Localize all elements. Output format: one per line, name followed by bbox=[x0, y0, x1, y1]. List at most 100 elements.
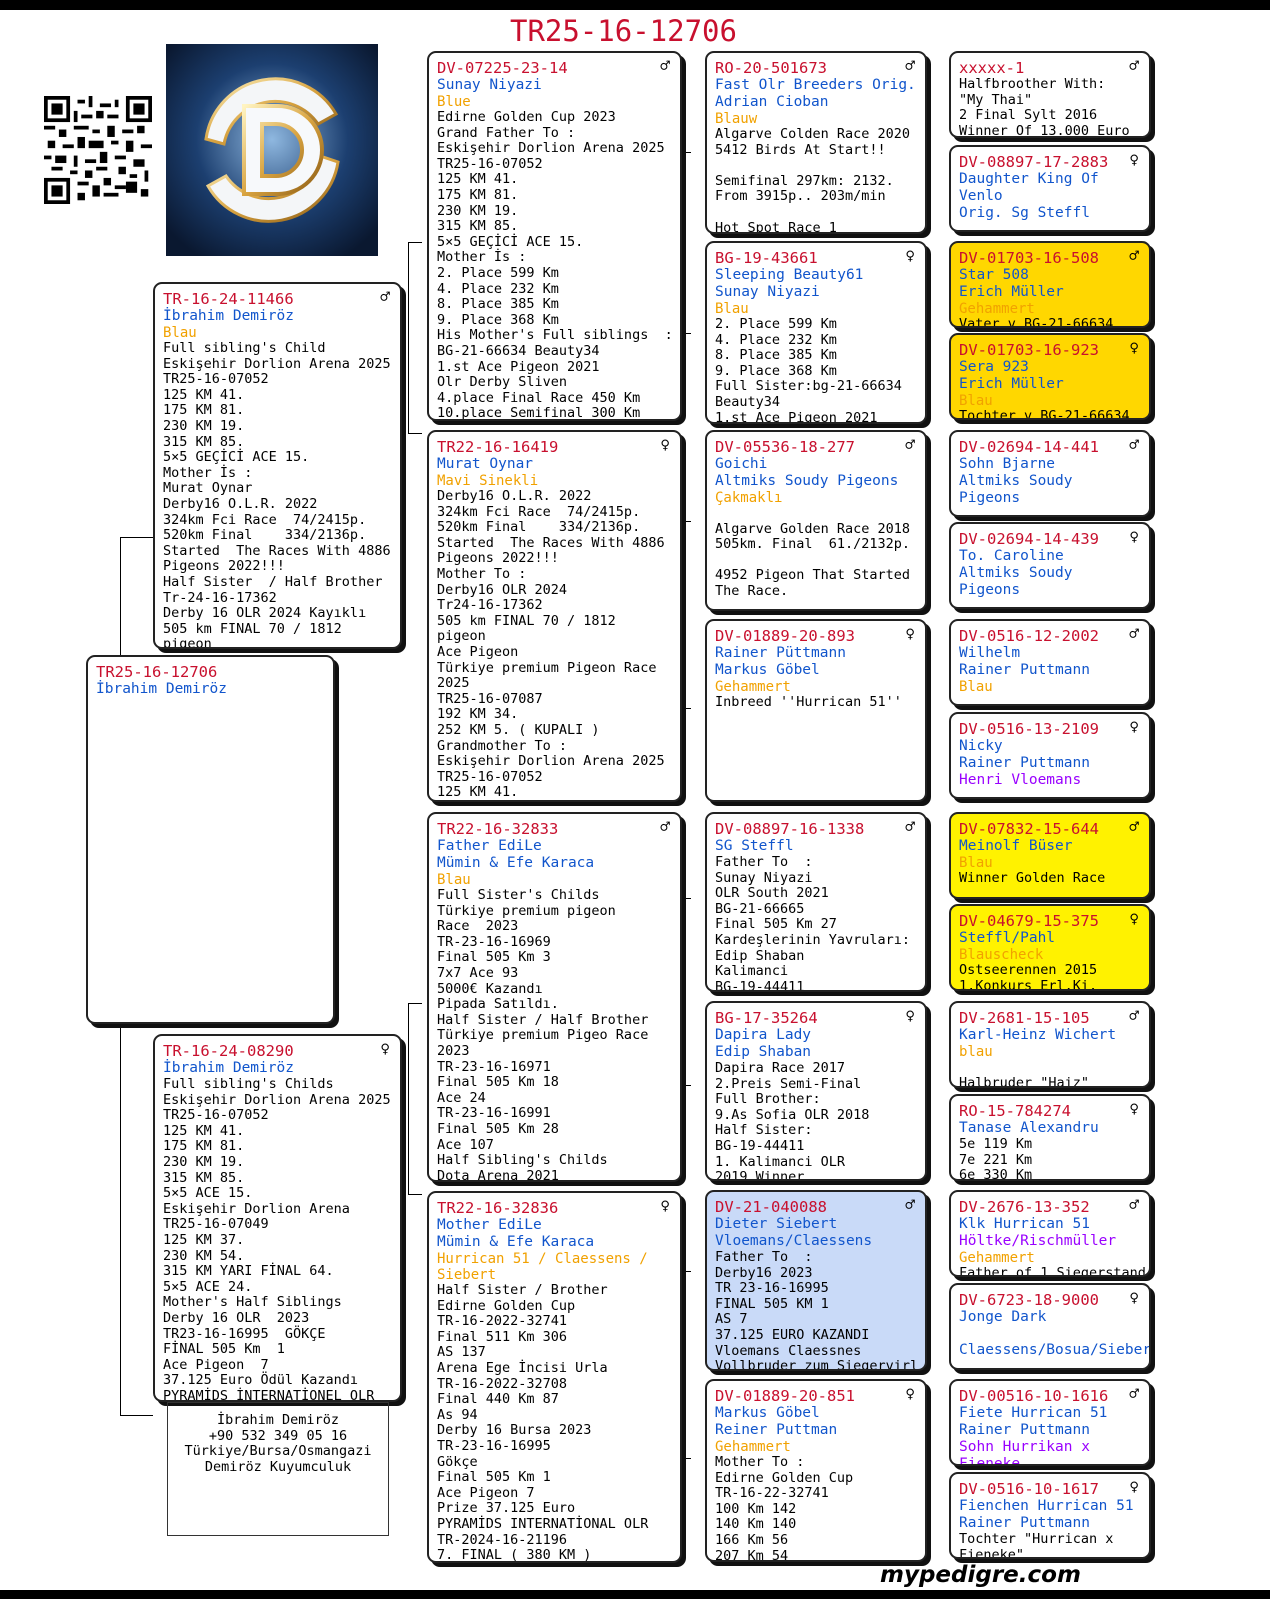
pigeon-name: SG Steffl bbox=[715, 838, 794, 854]
pedigree-note-line: OLR South 2021 bbox=[715, 885, 829, 902]
pedigree-note-line: Ace 24 bbox=[437, 1089, 486, 1106]
pedigree-note-line: 37.125 Euro Ödül Kazandı bbox=[163, 1372, 359, 1389]
pigeon-name: İbrahim Demiröz bbox=[163, 308, 294, 324]
pedigree-note-line: Halfbroother With: bbox=[959, 76, 1106, 92]
ring-number: DV-21-040088 bbox=[715, 1198, 827, 1216]
pedigree-note-line: Half Sister / Brother bbox=[437, 1282, 608, 1298]
pedigree-note-line: Inbreed ''Hurrican 51'' bbox=[715, 694, 902, 710]
pedigree-note-line: Grand Father To : bbox=[437, 124, 576, 141]
pigeon-color: Blau bbox=[959, 679, 993, 695]
ring-number: DV-02694-14-439 bbox=[959, 530, 1099, 548]
pedigree-note-line: Mother İs : bbox=[163, 464, 253, 481]
pedigree-note-line: Ace 107 bbox=[437, 1136, 494, 1153]
pedigree-note-line: pigeon bbox=[163, 636, 212, 649]
pedigree-note-line: Started The Races With 4886 bbox=[437, 534, 665, 551]
pedigree-note-line: 2. Place 599 Km bbox=[715, 316, 837, 332]
pedigree-note-line: 8. Place 385 Km bbox=[715, 347, 837, 364]
pedigree-note-line: Pipada Satıldı. bbox=[437, 996, 559, 1013]
pedigree-note-line: 505 km FINAL 70 / 1812 bbox=[437, 612, 616, 629]
ring-number: DV-0516-13-2109 bbox=[959, 720, 1099, 738]
pigeon-name: Fienchen Hurrican 51 bbox=[959, 1498, 1134, 1514]
breeder-name: Steffl/Pahl bbox=[959, 930, 1056, 946]
pedigree-note-line: 125 KM 37. bbox=[163, 1231, 245, 1248]
breeder-name: Rainer Puttmann bbox=[959, 1422, 1090, 1438]
subject-card[interactable]: TR25-16-12706 İbrahim Demiröz bbox=[86, 655, 335, 1024]
pigeon-color: Mavi Sinekli bbox=[437, 473, 539, 489]
pedigree-note-line: Tochter v.BG-21-66634 bbox=[959, 408, 1130, 420]
pedigree-note-line: 5×5 ACE 24. bbox=[163, 1278, 253, 1295]
breeder-name: Rainer Puttmann bbox=[959, 755, 1090, 771]
pedigree-note-line: Dota Arena 2021 bbox=[437, 1167, 559, 1182]
pedigree-note-line: Mother İs : bbox=[437, 249, 527, 266]
pedigree-note-line: 175 KM 81. bbox=[163, 402, 245, 419]
pedigree-note-line: 230 KM 54. bbox=[163, 1247, 245, 1264]
pedigree-note-line: 6e 330 Km bbox=[959, 1167, 1033, 1181]
pedigree-note-line: 230 KM 19. bbox=[163, 417, 245, 434]
pedigree-note-line: 4. Place 232 Km bbox=[715, 331, 837, 348]
site-watermark: mypedigre.com bbox=[880, 1562, 1081, 1588]
pigeon-name: Markus Göbel bbox=[715, 1405, 820, 1421]
pedigree-note-line: 520km Final 334/2136p. bbox=[163, 527, 367, 544]
pigeon-color: Blau bbox=[959, 393, 993, 409]
pedigree-note-line: TR-16-2022-32741 bbox=[437, 1313, 568, 1330]
pedigree-note-line: Sunay Niyazi bbox=[715, 869, 813, 886]
pedigree-note-line bbox=[715, 205, 917, 221]
ring-number: BG-19-43661 bbox=[715, 249, 818, 267]
pedigree-note-line: Eskişehir Dorlion Arena 2025 bbox=[163, 1091, 391, 1108]
pedigree-note-line: 1.st Ace Pigeon 2021 bbox=[437, 358, 600, 375]
pedigree-note-line: Father To : bbox=[715, 854, 813, 870]
ring-number: DV-07225-23-14 bbox=[437, 59, 568, 77]
breeder-name: Meinolf Büser bbox=[959, 838, 1073, 854]
pedigree-note-line: Mother To : bbox=[437, 565, 527, 582]
pigeon-name: Sohn Bjarne bbox=[959, 456, 1056, 472]
male-icon: ♂ bbox=[660, 817, 670, 836]
ring-number: xxxxx-1 bbox=[959, 59, 1025, 77]
pedigree-note-line: Derby16 O.L.R. 2022 bbox=[437, 488, 592, 504]
breeder-name: Venlo bbox=[959, 188, 1003, 204]
male-icon: ♂ bbox=[380, 287, 390, 306]
pedigree-note-line: Türkiye premium Pigeon Race bbox=[437, 659, 657, 676]
pedigree-note-line: Ace Pigeon bbox=[437, 643, 519, 660]
pedigree-note-line: Pigeons 2022!!! bbox=[163, 558, 285, 575]
female-icon: ♀ bbox=[660, 1196, 670, 1215]
pedigree-note-line: Mother's Half Siblings bbox=[163, 1294, 342, 1311]
ring-number: DV-01889-20-893 bbox=[715, 627, 855, 645]
contact-phone[interactable]: +90 532 349 05 16 bbox=[208, 1427, 348, 1444]
pedigree-note-line: Algarve Colden Race 2020 bbox=[715, 126, 911, 142]
pedigree-note-line bbox=[715, 158, 917, 174]
pedigree-note-line: TR-23-16-16971 bbox=[437, 1058, 551, 1075]
pedigree-note-line: Derby 16 OLR 2024 Kayıklı bbox=[163, 605, 367, 622]
breeder-name: Erich Müller bbox=[959, 376, 1064, 392]
male-icon: ♂ bbox=[1129, 246, 1139, 265]
